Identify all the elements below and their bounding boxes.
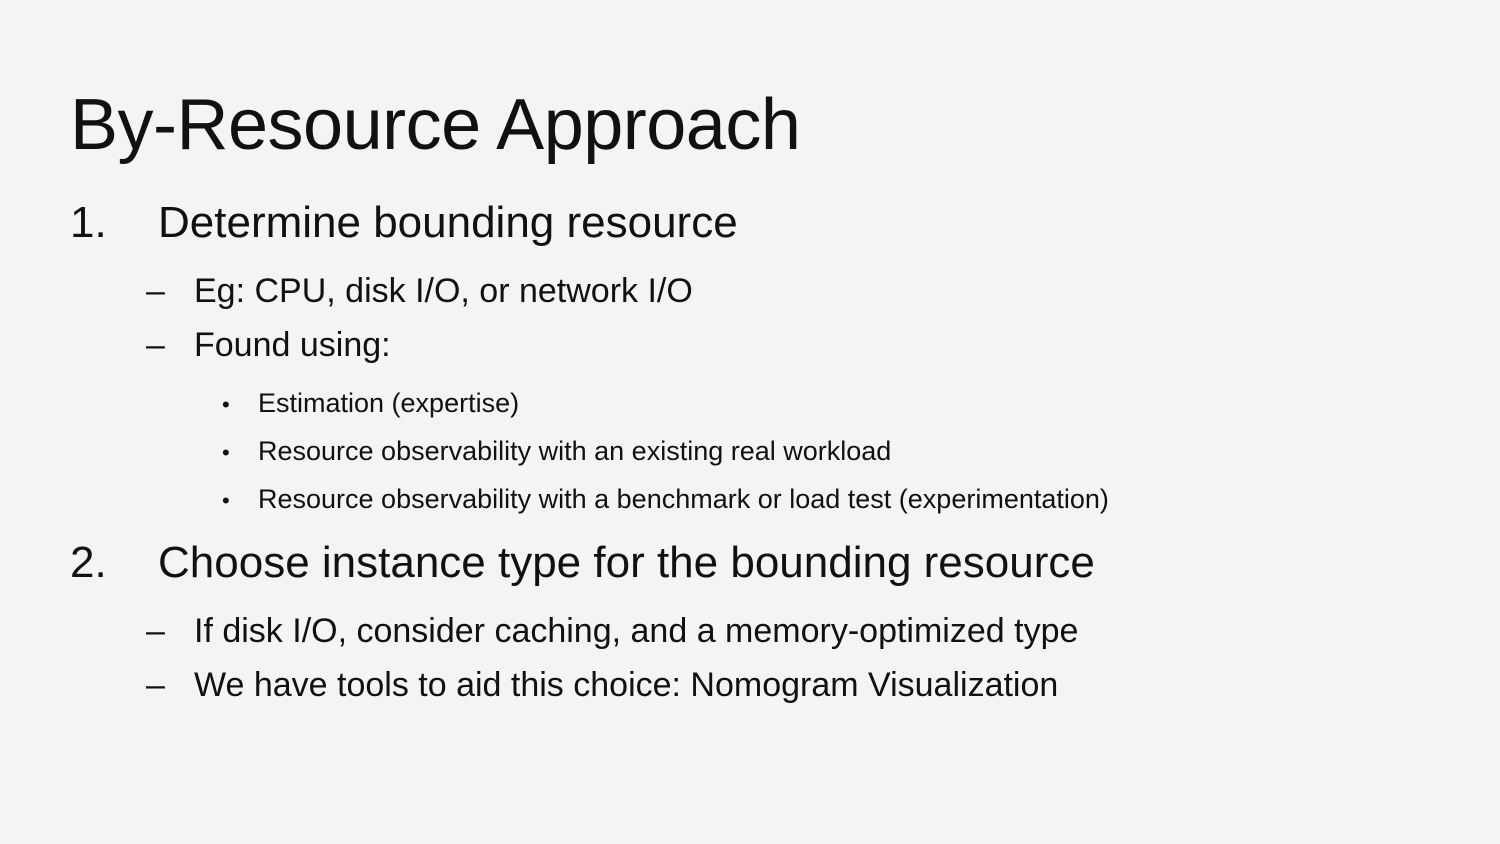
outline-item-text: We have tools to aid this choice: Nomogr…	[194, 666, 1059, 704]
list-marker-dash: –	[146, 612, 165, 650]
outline-item-level1: 2. Choose instance type for the bounding…	[0, 532, 1500, 594]
outline-item-text: Resource observability with a benchmark …	[258, 484, 1109, 514]
outline-item-text: Choose instance type for the bounding re…	[158, 538, 1095, 587]
list-marker-dash: –	[146, 272, 165, 310]
outline-item-text: Estimation (expertise)	[258, 388, 520, 418]
outline-item-level3: • Resource observability with an existin…	[0, 428, 1500, 476]
outline-spacer	[0, 524, 1500, 532]
outline-item-text: If disk I/O, consider caching, and a mem…	[194, 612, 1079, 650]
list-marker-dash: –	[146, 666, 165, 704]
outline-item-level2: – Found using:	[0, 318, 1500, 372]
list-marker-bullet: •	[222, 488, 230, 513]
list-marker-number: 2.	[70, 538, 107, 587]
outline-item-text: Eg: CPU, disk I/O, or network I/O	[194, 272, 693, 310]
outline-item-level1: 1. Determine bounding resource	[0, 192, 1500, 254]
outline-item-text: Determine bounding resource	[158, 198, 738, 247]
outline-item-text: Resource observability with an existing …	[258, 436, 892, 466]
outline-item-text: Found using:	[194, 326, 391, 364]
list-marker-dash: –	[146, 326, 165, 364]
page-title: By-Resource Approach	[70, 85, 801, 166]
outline-item-level3: • Resource observability with a benchmar…	[0, 476, 1500, 524]
outline-spacer	[0, 372, 1500, 380]
outline-spacer	[0, 254, 1500, 264]
outline-item-level2: – We have tools to aid this choice: Nomo…	[0, 658, 1500, 712]
list-marker-bullet: •	[222, 392, 230, 417]
outline-body: 1. Determine bounding resource – Eg: CPU…	[0, 192, 1500, 712]
list-marker-number: 1.	[70, 198, 107, 247]
outline-item-level2: – If disk I/O, consider caching, and a m…	[0, 604, 1500, 658]
outline-spacer	[0, 594, 1500, 604]
outline-item-level3: • Estimation (expertise)	[0, 380, 1500, 428]
outline-item-level2: – Eg: CPU, disk I/O, or network I/O	[0, 264, 1500, 318]
list-marker-bullet: •	[222, 440, 230, 465]
